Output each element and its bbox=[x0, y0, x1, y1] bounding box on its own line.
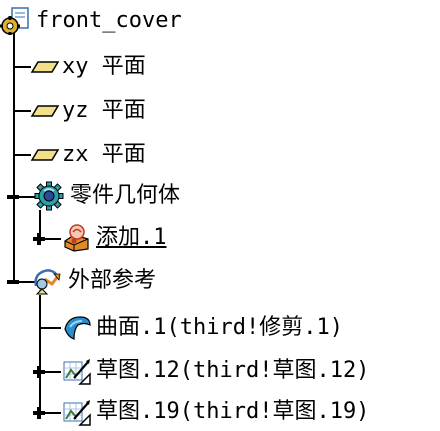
tree-item-sketch-12[interactable]: 草图.12(third!草图.12) bbox=[62, 354, 369, 388]
add-operation-icon bbox=[62, 223, 92, 253]
tree-item-label: 曲面.1(third!修剪.1) bbox=[96, 315, 343, 340]
tree-branch-yz bbox=[13, 110, 31, 112]
surface-icon bbox=[62, 313, 92, 343]
tree-item-zx-plane[interactable]: zx 平面 bbox=[30, 138, 146, 172]
tree-item-external-references[interactable]: 外部参考 bbox=[32, 264, 156, 298]
tree-item-sketch-19[interactable]: 草图.19(third!草图.19) bbox=[62, 395, 369, 429]
tree-item-surface-1[interactable]: 曲面.1(third!修剪.1) bbox=[62, 311, 343, 345]
tree-item-add-1[interactable]: 添加.1 bbox=[62, 221, 167, 255]
tree-branch-sketch12 bbox=[39, 371, 61, 373]
tree-root-label: front_cover bbox=[36, 8, 182, 33]
tree-item-label: 草图.19(third!草图.19) bbox=[96, 399, 370, 424]
expand-plus-sketch12[interactable] bbox=[33, 366, 45, 378]
expand-minus-extref[interactable] bbox=[7, 276, 19, 288]
tree-item-label: 添加.1 bbox=[96, 225, 167, 250]
tree-item-label: 外部参考 bbox=[68, 268, 157, 293]
part-body-gear-icon bbox=[34, 181, 64, 211]
tree-trunk-line bbox=[13, 30, 15, 282]
tree-branch-sketch19 bbox=[39, 412, 61, 414]
tree-item-yz-plane[interactable]: yz 平面 bbox=[30, 94, 146, 128]
tree-item-part-body[interactable]: 零件几何体 bbox=[34, 179, 180, 213]
expand-plus-sketch19[interactable] bbox=[33, 407, 45, 419]
sketch-icon bbox=[62, 397, 92, 427]
tree-item-label: zx 平面 bbox=[62, 142, 146, 167]
tree-item-label: yz 平面 bbox=[62, 98, 146, 123]
external-references-icon bbox=[32, 266, 62, 296]
plane-icon bbox=[30, 96, 60, 126]
tree-root-front-cover[interactable]: front_cover bbox=[0, 4, 182, 38]
tree-branch-add bbox=[39, 238, 61, 240]
tree-branch-extref bbox=[13, 281, 35, 283]
tree-branch-xy bbox=[13, 66, 31, 68]
tree-item-label: 草图.12(third!草图.12) bbox=[96, 358, 370, 383]
plane-icon bbox=[30, 140, 60, 170]
plane-icon bbox=[30, 52, 60, 82]
tree-item-label: xy 平面 bbox=[62, 54, 146, 79]
tree-branch-surface bbox=[39, 327, 61, 329]
tree-item-label: 零件几何体 bbox=[70, 183, 181, 208]
part-document-icon bbox=[0, 6, 30, 36]
expand-minus-body[interactable] bbox=[7, 191, 19, 203]
tree-item-xy-plane[interactable]: xy 平面 bbox=[30, 50, 146, 84]
tree-branch-body bbox=[13, 196, 35, 198]
body-child-line bbox=[39, 210, 41, 240]
sketch-icon bbox=[62, 356, 92, 386]
extref-child-line bbox=[39, 295, 41, 413]
expand-plus-add[interactable] bbox=[33, 233, 45, 245]
tree-branch-zx bbox=[13, 154, 31, 156]
